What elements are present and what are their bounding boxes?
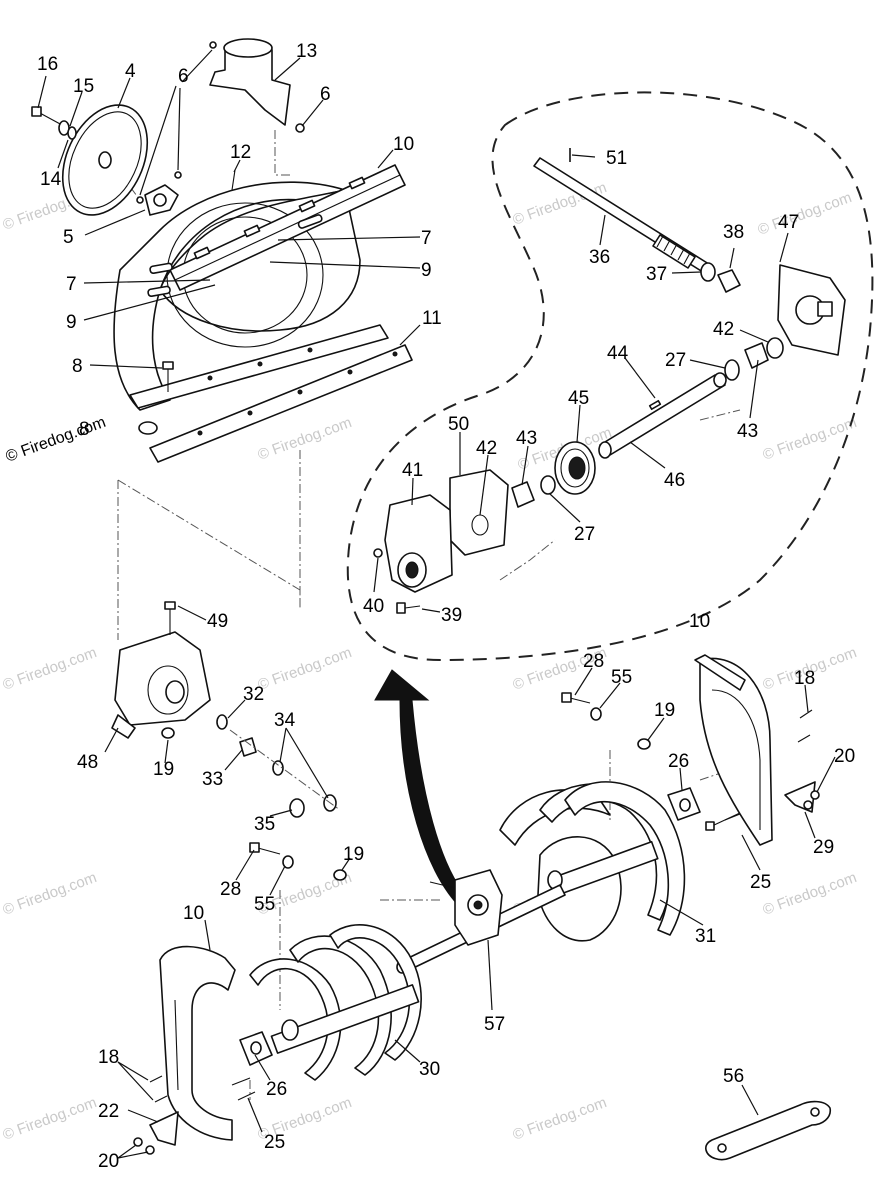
watermark: © Firedog.com bbox=[256, 644, 354, 694]
callout-label: 14 bbox=[40, 169, 62, 190]
callout-label: 35 bbox=[254, 814, 275, 835]
callout-label: 7 bbox=[66, 274, 77, 295]
callout-label: 46 bbox=[664, 470, 685, 491]
callout-label: 34 bbox=[274, 710, 296, 731]
callout-label: 19 bbox=[654, 700, 675, 721]
callout-label: 40 bbox=[363, 596, 384, 617]
leader-lines bbox=[37, 49, 836, 1159]
callout-label: 37 bbox=[646, 264, 667, 285]
auger-housing bbox=[113, 38, 413, 463]
callout-label: 45 bbox=[568, 388, 589, 409]
callout-label: 4 bbox=[125, 61, 136, 82]
callout-label: 25 bbox=[264, 1132, 285, 1153]
callout-label: 10 bbox=[183, 903, 204, 924]
bearing-housing bbox=[111, 601, 211, 739]
callout-label: 28 bbox=[220, 879, 241, 900]
callout-label: 50 bbox=[448, 414, 469, 435]
callout-label: 10 bbox=[689, 611, 710, 632]
callout-label: 48 bbox=[77, 752, 98, 773]
callout-label: 42 bbox=[476, 438, 497, 459]
callout-label: 6 bbox=[320, 84, 331, 105]
callout-label: 18 bbox=[98, 1047, 119, 1068]
watermark: © Firedog.com bbox=[761, 414, 859, 464]
callout-label: 8 bbox=[79, 419, 90, 440]
auger-right bbox=[499, 692, 751, 942]
callout-label: 5 bbox=[63, 227, 74, 248]
callout-label: 30 bbox=[419, 1059, 440, 1080]
callout-label: 13 bbox=[296, 41, 317, 62]
callout-label: 47 bbox=[778, 212, 799, 233]
watermark: © Firedog.com bbox=[1, 869, 99, 919]
callout-label: 42 bbox=[713, 319, 734, 340]
callout-label: 27 bbox=[665, 350, 686, 371]
callout-label: 20 bbox=[98, 1151, 119, 1172]
callout-label: 27 bbox=[574, 524, 595, 545]
callout-label: 43 bbox=[516, 428, 537, 449]
callout-label: 28 bbox=[583, 651, 604, 672]
auger-left bbox=[231, 842, 422, 1101]
callout-label: 44 bbox=[607, 343, 629, 364]
callout-label: 33 bbox=[202, 769, 223, 790]
callout-label: 8 bbox=[72, 356, 83, 377]
callout-label: 7 bbox=[421, 228, 432, 249]
callout-label: 18 bbox=[794, 668, 815, 689]
callout-label: 56 bbox=[723, 1066, 744, 1087]
callout-label: 41 bbox=[402, 460, 423, 481]
callout-label: 19 bbox=[343, 844, 364, 865]
gearbox-internals bbox=[373, 148, 846, 614]
callout-label: 36 bbox=[589, 247, 610, 268]
callout-label: 9 bbox=[421, 260, 432, 281]
watermark: © Firedog.com bbox=[256, 414, 354, 464]
callout-label: 25 bbox=[750, 872, 771, 893]
watermark: © Firedog.com bbox=[1, 1094, 99, 1144]
callout-label: 29 bbox=[813, 837, 834, 858]
detail-arrow bbox=[374, 669, 471, 906]
watermark: © Firedog.com bbox=[1, 644, 99, 694]
callout-label: 39 bbox=[441, 605, 462, 626]
callout-label: 32 bbox=[243, 684, 264, 705]
wrench bbox=[705, 1100, 832, 1161]
callout-label: 6 bbox=[178, 66, 189, 87]
callout-label: 51 bbox=[606, 148, 627, 169]
watermark-dark: © Firedog.com bbox=[4, 414, 109, 466]
callout-label: 20 bbox=[834, 746, 855, 767]
callout-label: 55 bbox=[611, 667, 632, 688]
watermark: © Firedog.com bbox=[511, 1094, 609, 1144]
gearbox-detail-boundary bbox=[346, 91, 874, 662]
side-shield-right bbox=[694, 654, 820, 846]
side-shield-left bbox=[133, 945, 236, 1155]
watermark: © Firedog.com bbox=[756, 189, 854, 239]
callout-label: 16 bbox=[37, 54, 58, 75]
callout-label: 19 bbox=[153, 759, 174, 780]
callout-label: 15 bbox=[73, 76, 94, 97]
callout-label: 10 bbox=[393, 134, 414, 155]
watermark: © Firedog.com bbox=[761, 869, 859, 919]
callout-label: 31 bbox=[695, 926, 716, 947]
callout-labels: 16 15 4 6 13 6 14 12 10 5 7 9 7 9 11 8 8… bbox=[37, 41, 855, 1172]
callout-label: 38 bbox=[723, 222, 744, 243]
callout-label: 11 bbox=[422, 308, 442, 329]
callout-label: 49 bbox=[207, 611, 228, 632]
callout-label: 26 bbox=[266, 1079, 287, 1100]
pulley bbox=[31, 104, 179, 216]
callout-label: 26 bbox=[668, 751, 689, 772]
callout-label: 22 bbox=[98, 1101, 119, 1122]
callout-label: 43 bbox=[737, 421, 758, 442]
callout-label: 55 bbox=[254, 894, 275, 915]
callout-label: 9 bbox=[66, 312, 77, 333]
auger-shaft-and-gearbox bbox=[396, 869, 566, 974]
callout-label: 57 bbox=[484, 1014, 505, 1035]
callout-label: 12 bbox=[230, 142, 251, 163]
spacers-and-washers bbox=[216, 714, 341, 818]
